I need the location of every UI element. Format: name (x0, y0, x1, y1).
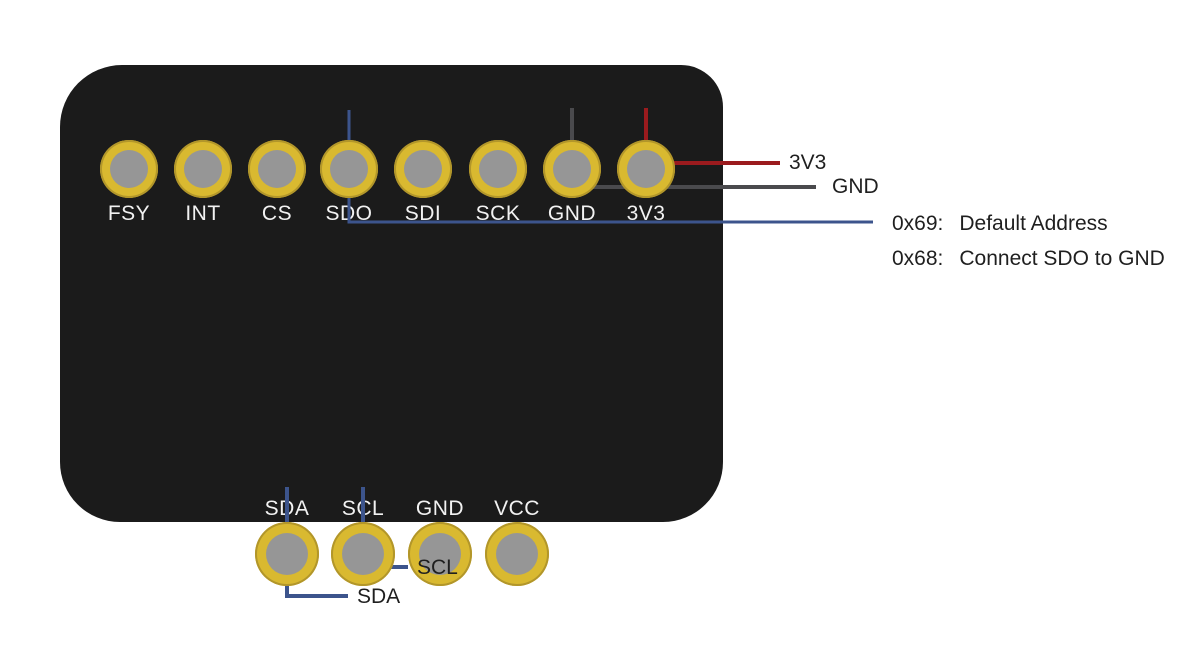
pad-scl (331, 522, 395, 586)
pad-fsy (100, 140, 158, 198)
pad-hole (258, 150, 296, 188)
i2c-address-line-default: 0x69: Default Address (892, 212, 1108, 236)
pad-int (174, 140, 232, 198)
pad-sda (255, 522, 319, 586)
pad-sck (469, 140, 527, 198)
pin-label-vcc: VCC (494, 497, 540, 520)
pin-label-3v3: 3V3 (626, 202, 666, 225)
i2c-address-line-alt: 0x68: Connect SDO to GND (892, 247, 1165, 271)
wire-label-gnd: GND (832, 175, 879, 198)
pad-hole (110, 150, 148, 188)
pad-cs (248, 140, 306, 198)
pad-sdi (394, 140, 452, 198)
pad-hole (627, 150, 665, 188)
pad-hole (330, 150, 368, 188)
pad-sdo (320, 140, 378, 198)
i2c-address-code: 0x68: (892, 247, 944, 270)
pad-hole (184, 150, 222, 188)
pad-gnd-bottom (408, 522, 472, 586)
wire-label-3v3: 3V3 (789, 151, 827, 174)
pad-hole (496, 533, 538, 575)
i2c-address-desc: Default Address (959, 212, 1108, 235)
pin-label-sda: SDA (264, 497, 310, 520)
pad-hole (419, 533, 461, 575)
pad-gnd-top (543, 140, 601, 198)
pad-hole (553, 150, 591, 188)
pcb-board: FSY INT CS SDO SDI SCK GND 3V3 SDA SCL G… (60, 65, 723, 586)
wire-label-sda: SDA (357, 585, 401, 608)
pad-hole (342, 533, 384, 575)
pad-3v3 (617, 140, 675, 198)
pad-hole (266, 533, 308, 575)
pin-label-gnd-top: GND (547, 202, 597, 225)
pad-hole (479, 150, 517, 188)
wire-label-scl: SCL (417, 556, 458, 579)
i2c-address-desc: Connect SDO to GND (959, 247, 1165, 270)
pin-label-int: INT (185, 202, 221, 225)
pad-hole (404, 150, 442, 188)
pin-label-cs: CS (261, 202, 293, 225)
pad-vcc (485, 522, 549, 586)
pin-label-sdo: SDO (325, 202, 373, 225)
pin-label-gnd-bottom: GND (415, 497, 465, 520)
pin-label-sck: SCK (475, 202, 521, 225)
pin-label-sdi: SDI (404, 202, 442, 225)
pin-label-fsy: FSY (107, 202, 151, 225)
i2c-address-code: 0x69: (892, 212, 944, 235)
pin-label-scl: SCL (341, 497, 385, 520)
